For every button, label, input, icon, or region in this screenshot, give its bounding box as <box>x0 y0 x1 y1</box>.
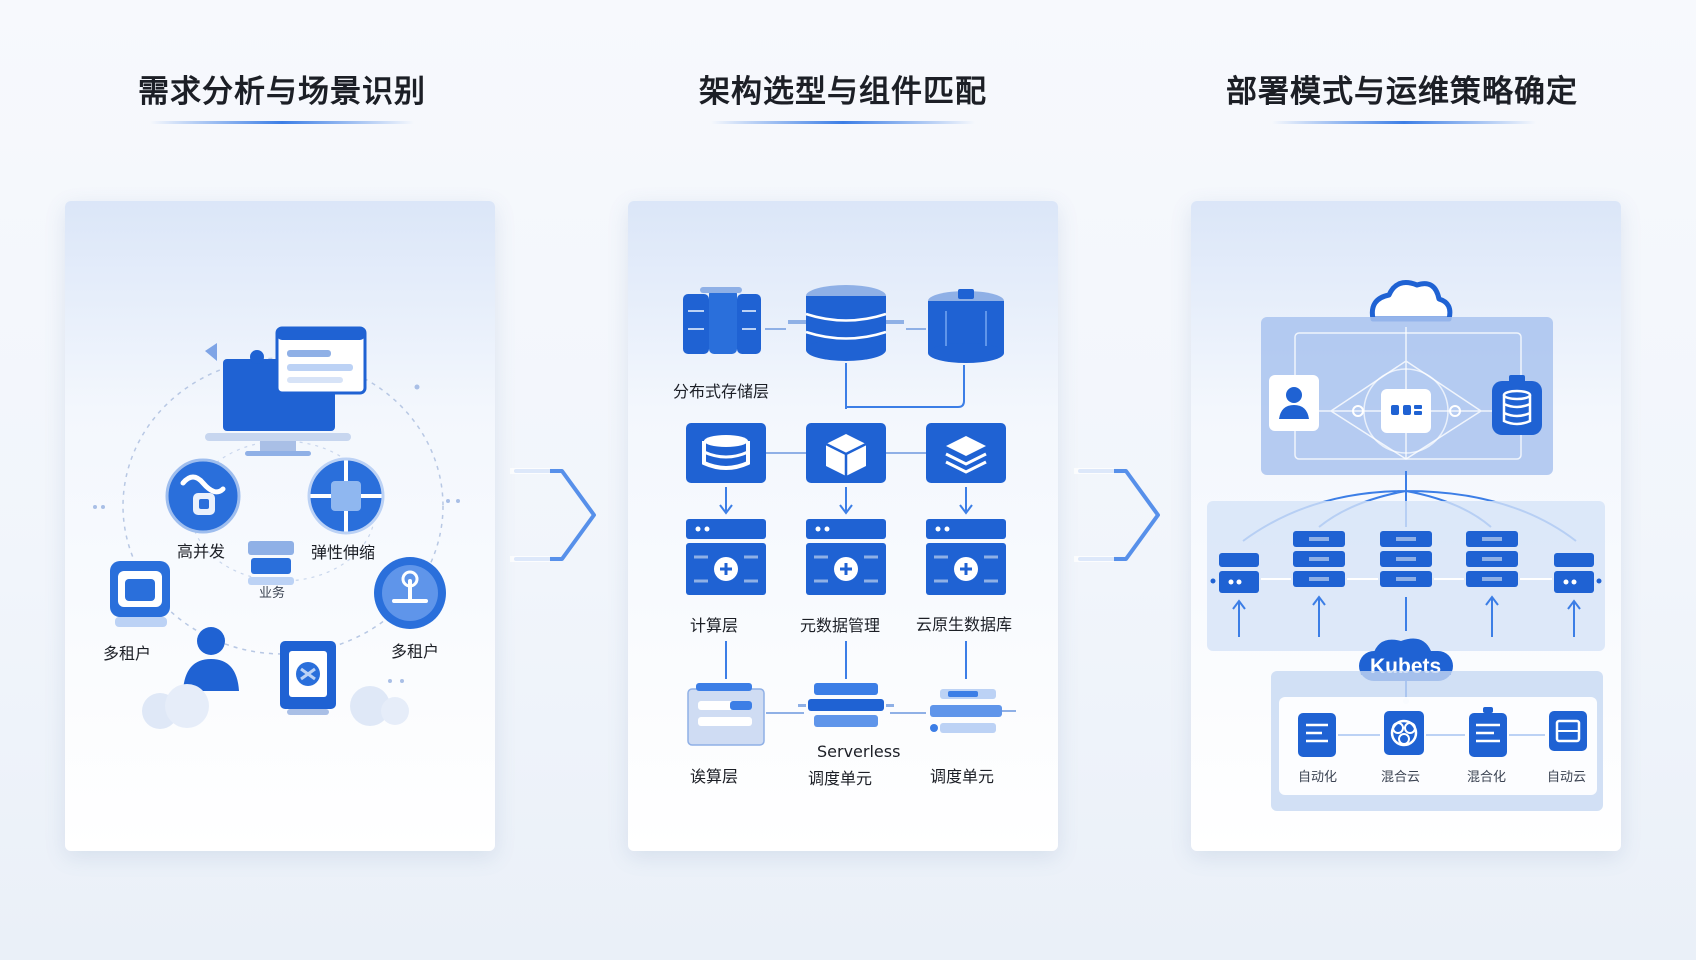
compute-panel-icon <box>687 683 765 746</box>
panel-requirements: 高并发 弹性伸缩 业务 多租户 <box>65 201 495 851</box>
cloud-decoration <box>142 684 409 729</box>
metadata-server-icon <box>806 519 886 595</box>
step-title-3: 部署模式与运维策略确定 <box>1226 74 1578 110</box>
panel-deployment: Kubets <box>1191 201 1621 851</box>
scheduler-list-icon <box>930 689 1016 733</box>
cluster-node-icon <box>1381 389 1431 433</box>
orbit-ring <box>122 357 444 655</box>
label-high-concurrency: 高并发 <box>177 542 225 561</box>
storage-badge-icon <box>1492 375 1542 435</box>
step-title-1: 需求分析与场景识别 <box>138 74 426 110</box>
panel-architecture: 分布式存储层 <box>628 201 1058 851</box>
database-tile-icon <box>686 423 766 483</box>
step-underline-1 <box>150 121 414 124</box>
hybridization-list-icon <box>1469 707 1507 757</box>
serverless-stack-icon <box>798 683 894 727</box>
tablet-icon <box>280 641 336 715</box>
automation-doc-icon <box>1298 713 1336 757</box>
label-business: 业务 <box>259 585 285 601</box>
compute-server-icon <box>686 519 766 595</box>
label-hybridization: 混合化 <box>1467 770 1506 785</box>
hybrid-cloud-flower-icon <box>1384 711 1424 755</box>
label-cloud-native-db: 云原生数据库 <box>916 615 1012 634</box>
step-title-2: 架构选型与组件匹配 <box>699 74 987 110</box>
monitor-icon <box>205 326 367 456</box>
label-auto-cloud: 自动云 <box>1547 770 1586 785</box>
high-concurrency-icon <box>165 458 241 534</box>
label-serverless: Serverless <box>817 742 900 761</box>
label-compute-layer: 计算层 <box>690 616 738 635</box>
chevron-right-icon <box>510 468 596 562</box>
cube-tile-icon <box>806 423 886 483</box>
multi-tenant-right-icon <box>374 557 446 629</box>
label-hybrid-cloud: 混合云 <box>1381 770 1420 785</box>
label-compute-layer-2: 诶算层 <box>690 767 738 786</box>
worker-node-icons <box>1210 531 1602 593</box>
multi-tenant-left-icon <box>110 561 170 627</box>
user-badge-icon <box>1269 375 1319 431</box>
auto-cloud-window-icon <box>1549 711 1587 751</box>
label-multi-tenant-right: 多租户 <box>391 642 439 661</box>
storage-cluster-icon <box>683 287 761 354</box>
label-distributed-storage: 分布式存储层 <box>673 382 769 401</box>
cloud-icon <box>1369 280 1453 322</box>
label-elastic-scaling: 弹性伸缩 <box>311 543 375 562</box>
user-icon <box>183 627 239 691</box>
label-multi-tenant-left: 多租户 <box>103 644 151 663</box>
database-icon <box>788 285 904 361</box>
label-automation: 自动化 <box>1298 770 1337 785</box>
label-scheduling-unit-right: 调度单元 <box>930 767 994 786</box>
database-cylinder-icon <box>928 289 1004 363</box>
step-underline-3 <box>1272 121 1536 124</box>
elastic-scaling-icon <box>307 457 385 535</box>
chevron-right-icon <box>1074 468 1160 562</box>
business-icon <box>248 541 294 585</box>
layers-tile-icon <box>926 423 1006 483</box>
step-underline-2 <box>711 121 975 124</box>
label-metadata-mgmt: 元数据管理 <box>800 616 880 635</box>
label-scheduling-unit-mid: 调度单元 <box>808 769 872 788</box>
cloud-db-server-icon <box>926 519 1006 595</box>
